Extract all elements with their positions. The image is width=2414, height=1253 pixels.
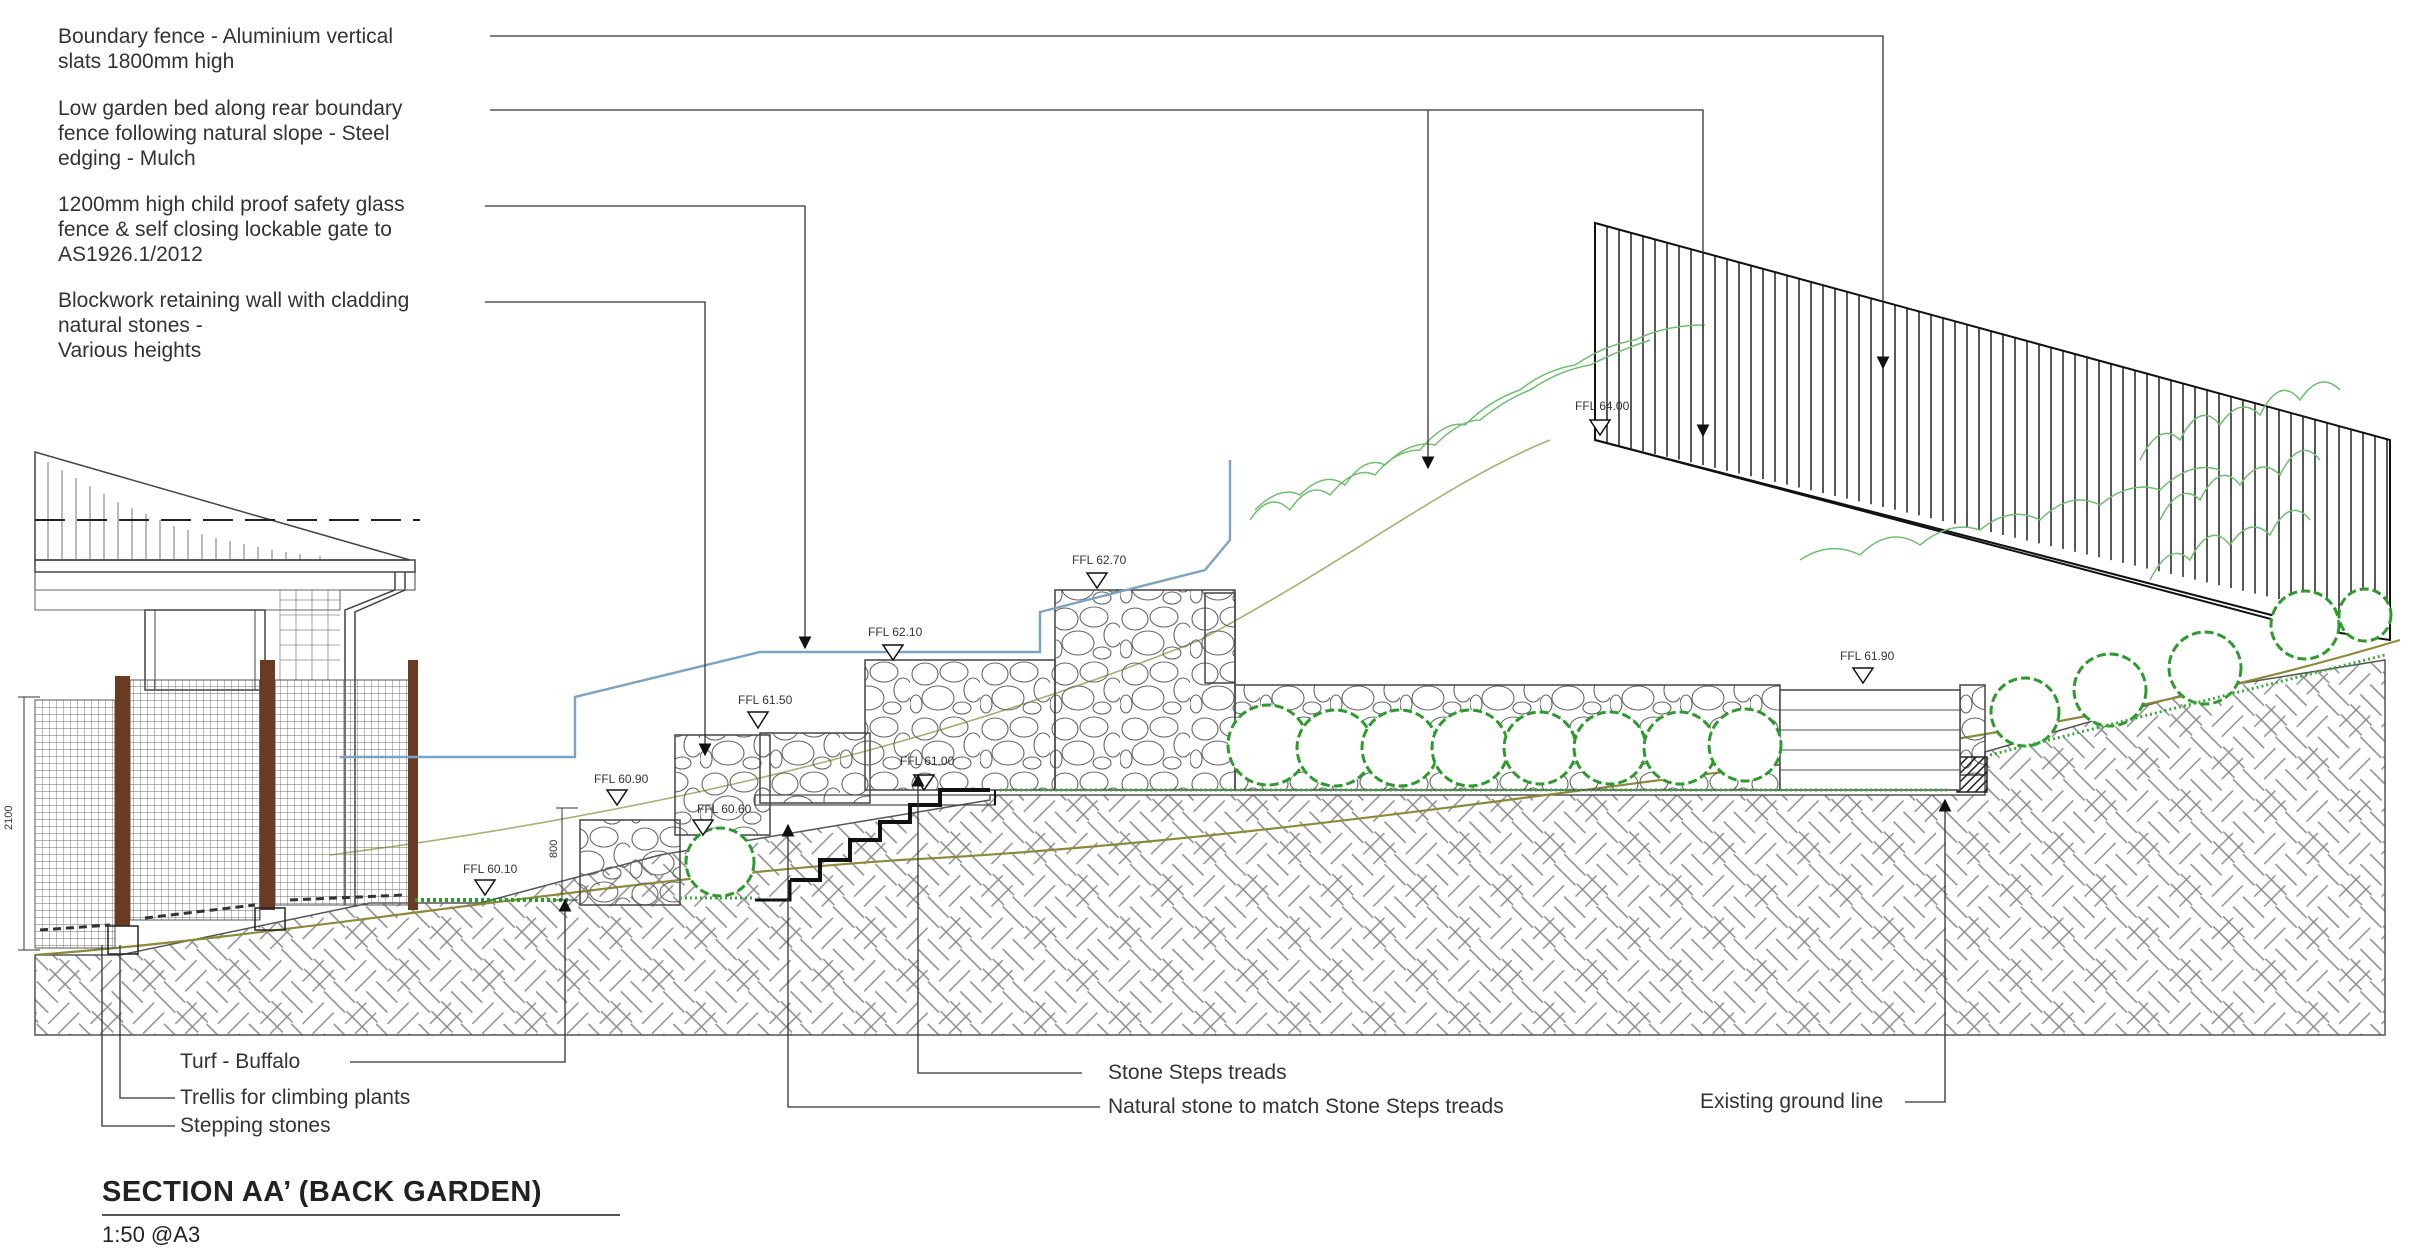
label-stone-steps: Stone Steps treads — [1108, 1061, 1287, 1084]
level-ffl-6010: FFL 60.10 — [463, 862, 518, 876]
shrub — [1642, 710, 1718, 786]
callout-line: 1200mm high child proof safety glass — [58, 193, 405, 216]
shrub — [1430, 708, 1510, 788]
callout-line: slats 1800mm high — [58, 50, 235, 73]
wall-height-label: 800 — [548, 840, 560, 858]
shrub — [1502, 710, 1578, 786]
level-ffl-6190: FFL 61.90 — [1840, 649, 1895, 663]
callout-line: edging - Mulch — [58, 147, 196, 170]
shrub — [2167, 630, 2243, 706]
level-ffl-6150: FFL 61.50 — [738, 693, 793, 707]
stone-steps — [754, 788, 996, 902]
shrub — [2337, 587, 2393, 643]
label-existing-ground: Existing ground line — [1700, 1090, 1884, 1113]
shrub — [1572, 710, 1648, 786]
house-height-dimension: 2100 — [3, 696, 40, 951]
shrub — [684, 826, 756, 898]
level-ffl-6270: FFL 62.70 — [1072, 553, 1127, 567]
leader-lines — [101, 35, 1952, 1127]
glass-fence — [340, 460, 1232, 759]
callout-line: fence following natural slope - Steel — [58, 122, 390, 145]
shrubs — [684, 587, 2393, 898]
callout-line: Boundary fence - Aluminium vertical — [58, 25, 393, 48]
section-scale: 1:50 @A3 — [102, 1222, 201, 1247]
callout-line: fence & self closing lockable gate to — [58, 218, 392, 241]
shrub — [2072, 652, 2148, 728]
garden-bed-planting — [1249, 324, 2341, 581]
callout-line: natural stones - — [58, 314, 203, 337]
level-ffl-6060: FFL 60.60 — [697, 802, 752, 816]
grass-line — [680, 653, 2386, 900]
callout-glass-fence: 1200mm high child proof safety glass fen… — [58, 192, 405, 267]
callout-line: Various heights — [58, 339, 202, 362]
level-ffl-6210: FFL 62.10 — [868, 625, 923, 639]
shrub — [1360, 708, 1440, 788]
shrub — [1707, 707, 1783, 783]
label-stepping-stones: Stepping stones — [180, 1114, 331, 1137]
title-underline — [102, 1214, 620, 1216]
level-ffl-6400: FFL 64.00 — [1575, 399, 1630, 413]
trellis — [34, 660, 418, 955]
label-trellis: Trellis for climbing plants — [180, 1086, 411, 1109]
house — [34, 451, 420, 905]
level-ffl-6100: FFL 61.00 — [900, 754, 955, 768]
level-ffl-6090: FFL 60.90 — [594, 772, 649, 786]
label-natural-stone: Natural stone to match Stone Steps tread… — [1108, 1095, 1504, 1118]
house-height-label: 2100 — [3, 806, 15, 830]
callout-boundary-fence: Boundary fence - Aluminium vertical slat… — [58, 24, 393, 74]
callout-line: Low garden bed along rear boundary — [58, 97, 403, 120]
callout-line: Blockwork retaining wall with cladding — [58, 289, 410, 312]
callout-retaining-wall: Blockwork retaining wall with cladding n… — [58, 288, 409, 363]
label-turf: Turf - Buffalo — [180, 1050, 301, 1073]
deck — [1779, 689, 1961, 791]
callout-line: AS1926.1/2012 — [58, 243, 203, 266]
shrub — [1989, 676, 2061, 748]
callout-garden-bed: Low garden bed along rear boundary fence… — [58, 96, 402, 171]
boundary-fence — [1594, 221, 2391, 642]
shrub — [2269, 589, 2341, 661]
section-title: SECTION AA’ (BACK GARDEN) — [102, 1176, 542, 1208]
